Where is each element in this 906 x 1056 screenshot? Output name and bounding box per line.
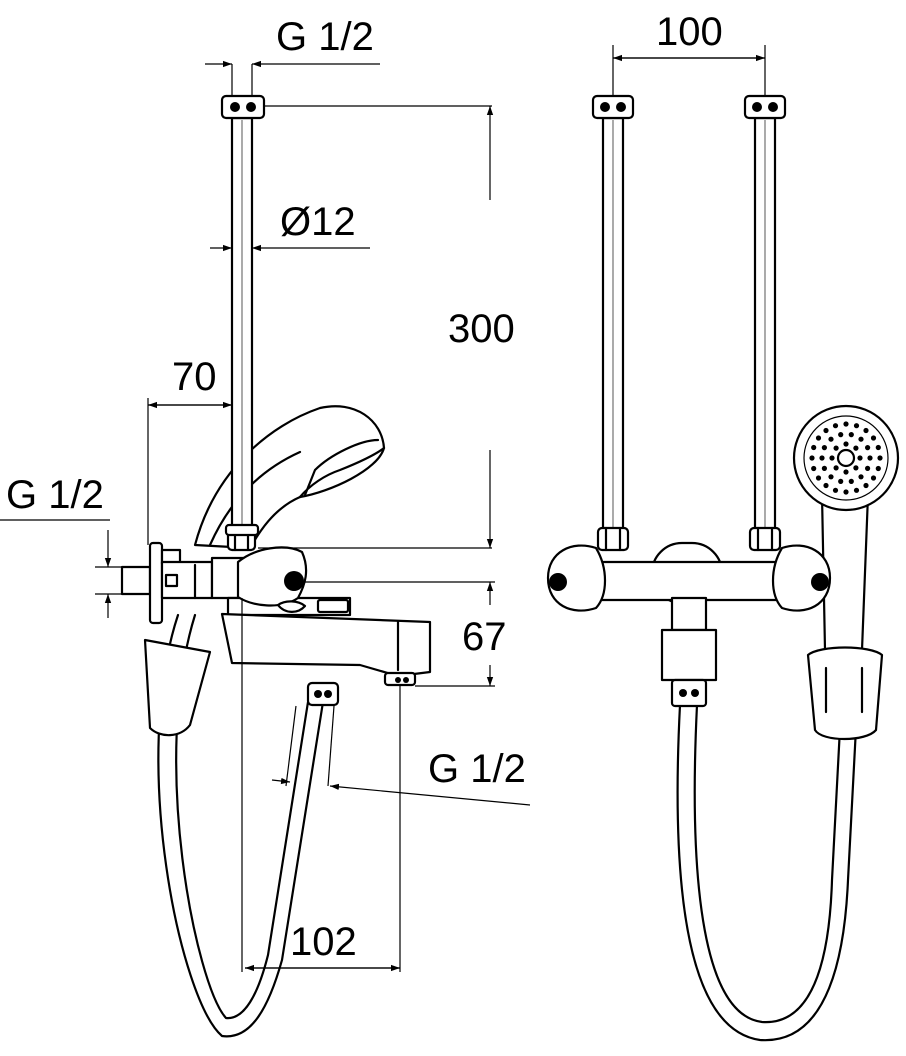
mixer-body-side <box>210 526 352 617</box>
nozzle-dot <box>877 455 883 461</box>
hand-shower-front <box>792 404 900 740</box>
nozzle-dot <box>843 441 849 447</box>
nozzle-dot <box>815 475 822 481</box>
dim-depth-70: 70 <box>147 355 232 545</box>
nozzle-dot <box>843 469 849 475</box>
label-spout-102: 102 <box>290 920 357 964</box>
nozzle-dot <box>809 455 815 461</box>
nozzle-dot <box>858 474 864 480</box>
nozzle-dot <box>857 455 863 461</box>
dim-outlet-thread: G 1/2 <box>271 705 531 806</box>
nozzle-dot <box>829 455 835 461</box>
nozzle-dot <box>832 487 839 493</box>
nozzle-dot <box>833 465 839 471</box>
label-height-300: 300 <box>448 307 515 351</box>
dim-height-300: 300 <box>258 105 515 549</box>
hand-shower-side <box>193 405 386 550</box>
nozzle-dot <box>875 444 881 451</box>
label-inlet-thread: G 1/2 <box>6 473 104 517</box>
riser-pipes-front <box>591 94 787 532</box>
nozzle-dot <box>811 444 817 451</box>
wall-holder <box>143 638 212 737</box>
nozzle-dot <box>811 465 817 472</box>
nozzle-dot <box>863 482 869 489</box>
dim-height-67: 67 <box>300 581 507 687</box>
dim-spacing-100: 100 <box>612 10 766 95</box>
nozzle-dot <box>838 478 844 484</box>
label-outlet-thread: G 1/2 <box>428 747 526 791</box>
label-depth-70: 70 <box>172 355 217 399</box>
nozzle-dot <box>853 465 859 471</box>
nozzle-dot <box>875 465 881 472</box>
nozzle-dot <box>823 427 829 434</box>
nozzle-dot <box>870 435 877 441</box>
nozzle-dot <box>863 427 869 434</box>
shower-nozzles <box>809 421 883 495</box>
nozzle-dot <box>853 423 860 429</box>
nozzle-dot <box>843 489 849 495</box>
side-view: G 1/2 Ø12 300 70 <box>0 15 531 1038</box>
dim-inlet-thread: G 1/2 <box>0 473 122 618</box>
dim-pipe-diameter: Ø12 <box>210 200 370 252</box>
label-pipe-diameter: Ø12 <box>280 200 356 244</box>
nozzle-dot <box>843 421 849 427</box>
dim-top-thread: G 1/2 <box>205 15 380 95</box>
nozzle-dot <box>865 465 871 471</box>
nozzle-dot <box>848 478 854 484</box>
nozzle-dot <box>832 423 839 429</box>
nozzle-dot <box>833 445 839 451</box>
nozzle-dot <box>853 487 860 493</box>
nozzle-dot <box>853 445 859 451</box>
nozzle-dot <box>821 445 828 451</box>
mixer-body-front <box>546 526 832 708</box>
label-height-67: 67 <box>462 615 507 659</box>
nozzle-dot <box>821 465 828 471</box>
spout-side <box>220 612 432 707</box>
nozzle-dot <box>823 482 829 489</box>
dim-spout-102: 102 <box>241 598 401 972</box>
nozzle-dot <box>870 475 877 481</box>
label-top-thread: G 1/2 <box>276 15 374 59</box>
nozzle-dot <box>815 435 822 441</box>
label-spacing-100: 100 <box>656 10 723 54</box>
nozzle-dot <box>867 455 873 461</box>
hose-front <box>676 688 860 1042</box>
nozzle-dot <box>865 445 871 451</box>
wall-connection <box>120 541 214 625</box>
nozzle-dot <box>828 436 834 442</box>
nozzle-dot <box>819 455 825 461</box>
nozzle-dot <box>828 474 834 480</box>
nozzle-dot <box>848 432 854 438</box>
nozzle-dot <box>838 432 844 438</box>
front-view: 100 <box>546 10 900 1042</box>
riser-pipe-side <box>220 94 266 537</box>
nozzle-dot <box>858 436 864 442</box>
